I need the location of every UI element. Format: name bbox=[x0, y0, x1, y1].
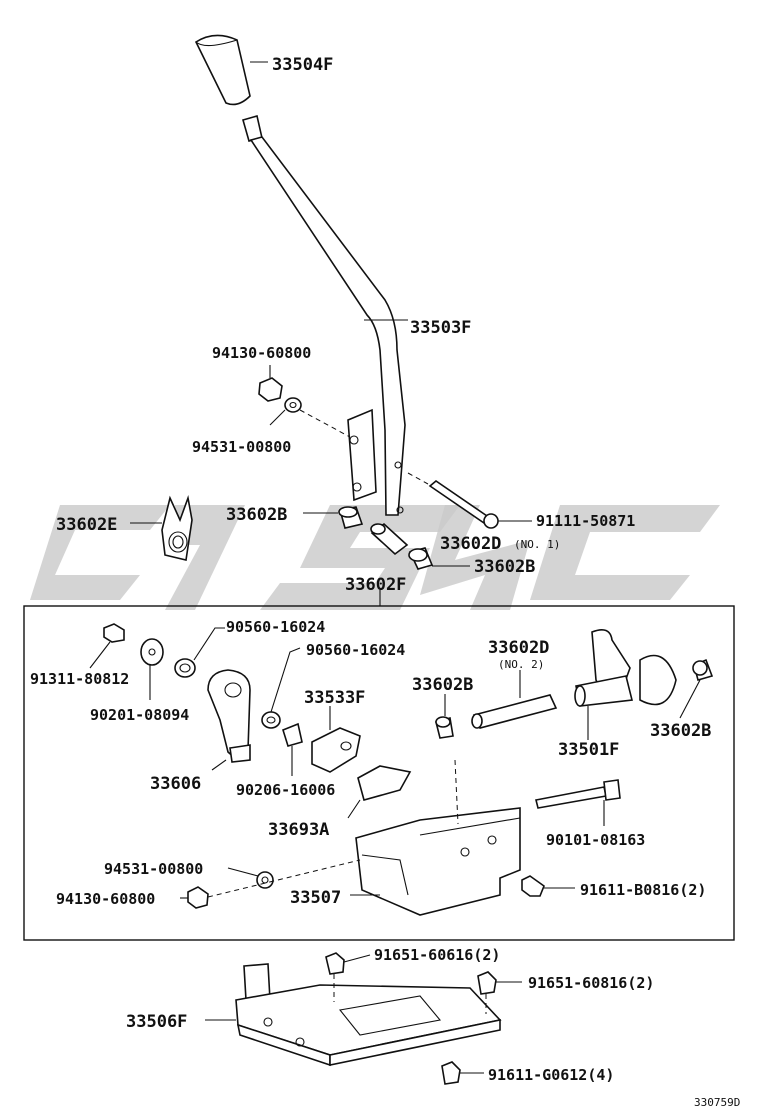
label-bolt-housing: 91611-B0816(2) bbox=[580, 881, 706, 899]
label-retainer-assembly: 33602F bbox=[345, 575, 406, 595]
label-washer-a: 90560-16024 bbox=[226, 618, 325, 636]
label-bushing-no1-note: (NO. 1) bbox=[514, 538, 560, 551]
label-washer-lower: 94531-00800 bbox=[104, 860, 203, 878]
label-pin-no2-note: (NO. 2) bbox=[498, 658, 544, 671]
watermark-logo bbox=[30, 505, 720, 610]
label-bolt-left: 91311-80812 bbox=[30, 670, 129, 688]
label-bolt-base: 91611-G0612(4) bbox=[488, 1066, 614, 1084]
label-nut-lower: 94130-60800 bbox=[56, 890, 155, 908]
label-base: 33506F bbox=[126, 1012, 187, 1032]
label-housing: 33507 bbox=[290, 888, 341, 908]
figure-id: 330759D bbox=[694, 1096, 740, 1109]
bushing-b-mid-part bbox=[435, 694, 454, 739]
label-washer-c: 90201-08094 bbox=[90, 706, 189, 724]
base-part bbox=[205, 963, 502, 1067]
label-lever-sub: 33606 bbox=[150, 774, 201, 794]
lever-part bbox=[242, 114, 408, 516]
label-bushing-right: 33602B bbox=[474, 557, 535, 577]
label-bushing-no1: 33602D bbox=[440, 534, 501, 554]
bolt-left-part bbox=[89, 623, 125, 669]
washer-c-part bbox=[140, 638, 164, 700]
label-washer-b: 90560-16024 bbox=[306, 641, 405, 659]
label-plate: 33693A bbox=[268, 820, 329, 840]
pivot-bolt-part bbox=[428, 479, 532, 529]
label-shaft-assembly: 33501F bbox=[558, 740, 619, 760]
washer-lower-part bbox=[227, 867, 274, 889]
washer-upper-part bbox=[269, 397, 302, 426]
nut-upper-part bbox=[258, 365, 283, 402]
lever-sub-part bbox=[207, 669, 251, 771]
washer-a-part bbox=[174, 627, 225, 678]
plate-part bbox=[347, 765, 412, 819]
label-nut-upper: 94130-60800 bbox=[212, 344, 311, 362]
label-bolt-top-b: 91651-60816(2) bbox=[528, 974, 654, 992]
shaft-assembly-part bbox=[574, 629, 677, 740]
bushing-right-part bbox=[408, 547, 470, 570]
pin-no2-part bbox=[471, 670, 558, 729]
label-bolt-top-a: 91651-60616(2) bbox=[374, 946, 500, 964]
clip-small-part bbox=[282, 722, 303, 776]
label-bushing-b-mid: 33602B bbox=[412, 675, 473, 695]
spring-clip-part bbox=[130, 494, 193, 561]
bushing-left-part bbox=[303, 506, 364, 529]
label-bushing-b-right: 33602B bbox=[650, 721, 711, 741]
bolt-top-b-part bbox=[477, 971, 522, 995]
nut-lower-part bbox=[180, 886, 209, 909]
bracket-small-part bbox=[311, 706, 361, 773]
bushing-no1-part bbox=[370, 522, 409, 556]
bushing-b-right-part bbox=[679, 658, 714, 719]
bolt-base-part bbox=[441, 1061, 484, 1085]
washer-b-part bbox=[261, 647, 301, 729]
housing-part bbox=[350, 807, 521, 916]
label-bushing-left: 33602B bbox=[226, 505, 287, 525]
label-bracket-small: 33533F bbox=[304, 688, 365, 708]
label-spring-clip: 33602E bbox=[56, 515, 117, 535]
label-pin-no2: 33602D bbox=[488, 638, 549, 658]
label-bolt-long: 90101-08163 bbox=[546, 831, 645, 849]
bolt-long-part bbox=[535, 779, 621, 826]
label-pivot-bolt: 91111-50871 bbox=[536, 512, 635, 530]
label-clip-small: 90206-16006 bbox=[236, 781, 335, 799]
label-knob: 33504F bbox=[272, 55, 333, 75]
knob-part bbox=[194, 34, 268, 106]
bolt-housing-part bbox=[521, 875, 575, 897]
label-lever: 33503F bbox=[410, 318, 471, 338]
label-washer-upper: 94531-00800 bbox=[192, 438, 291, 456]
bolt-top-a-part bbox=[325, 952, 371, 975]
retainer-assembly-frame bbox=[23, 605, 735, 941]
